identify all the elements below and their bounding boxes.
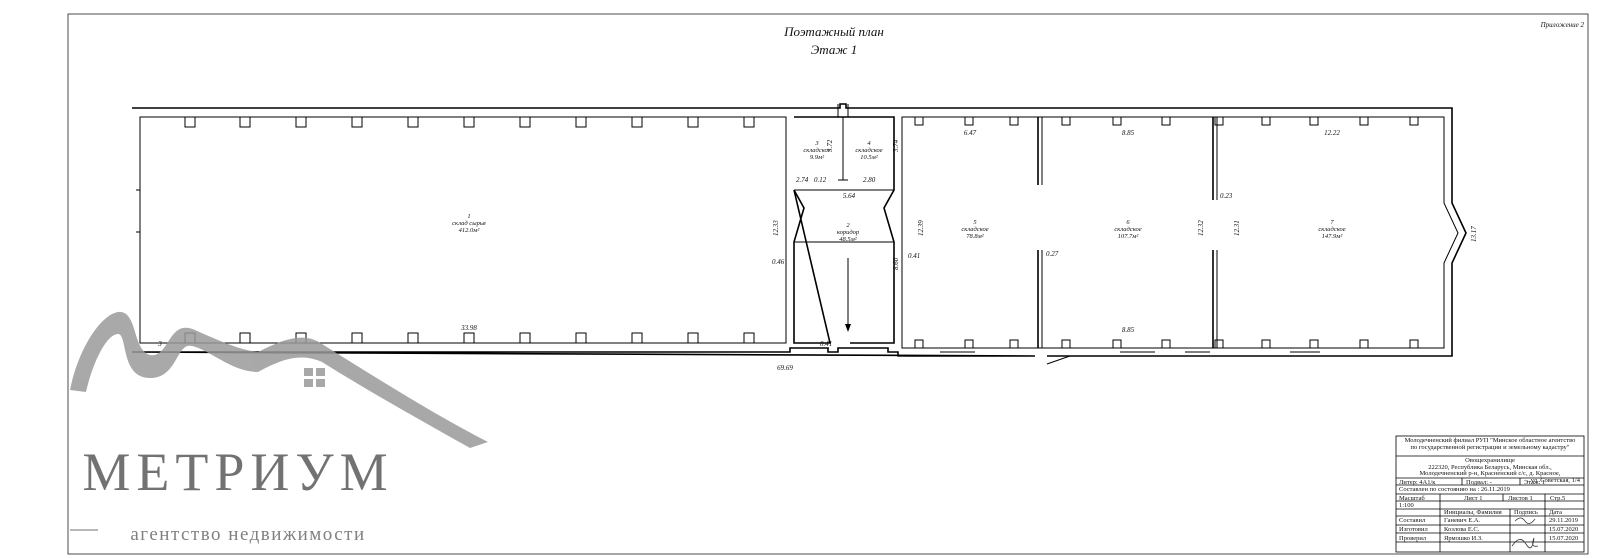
dim-room5-height: 12.39 [917,220,925,236]
tb-h-sheets: Листов 1 [1508,495,1533,502]
room-2-label: 2 коридор 48.5м² [837,222,860,243]
tb-scale: 1:100 [1399,502,1414,509]
plan-title: Поэтажный план [783,24,884,39]
svg-text:147.9м²: 147.9м² [1322,233,1344,240]
svg-text:9.9м²: 9.9м² [810,154,825,161]
svg-text:складское: складское [855,147,882,154]
dim-room6-width-bottom: 8.85 [1122,326,1135,334]
svg-text:коридор: коридор [837,229,860,236]
room-1-label: 1 склад сырья 412.0м² [452,213,486,234]
dim-room5-width: 6.47 [964,129,977,137]
tb-state: Составлен по состоянию на : 26.11.2019 [1399,486,1510,493]
dim-building-height: 13.17 [1470,226,1478,242]
dimension-labels: 69.69 33.98 3 12.33 8.60 5.64 2.74 0.12 … [157,129,1478,372]
svg-text:5: 5 [973,219,977,226]
tb-h-date: Дата [1549,509,1562,516]
dim-corridor-lower: 8.60 [892,257,900,270]
room-4-label: 4 складское 10.5м² [855,140,882,161]
tb-h-page: Стр.5 [1550,495,1565,502]
svg-text:складское: складское [1318,226,1345,233]
tb-r3-role: Проверил [1399,535,1427,542]
tb-addr1: 222320, Республика Беларусь, Минская обл… [1428,464,1552,471]
tb-h-scale: Масштаб [1399,495,1425,502]
dim-room4-right: 2.80 [863,176,876,184]
svg-text:складское: складское [803,147,830,154]
tb-h-sheet: Лист 1 [1464,495,1483,502]
signature-1 [1514,517,1536,524]
tb-r3-date: 15.07.2020 [1549,535,1578,542]
dim-room7-height: 12.31 [1233,220,1241,236]
tb-addr3: ул. Советская, 1/4 [1531,477,1581,484]
tb-basement: Подвал: - [1466,479,1492,486]
dim-room3-height: 3.72 [826,139,834,153]
dim-room3-left: 2.74 [796,176,809,184]
title-block: Молодечненский филиал РУП "Минское облас… [1395,435,1585,553]
svg-text:3: 3 [814,140,819,147]
svg-text:складское: складское [1114,226,1141,233]
watermark-tagline: агентство недвижимости [130,524,365,545]
svg-text:2: 2 [846,222,850,229]
tb-object: Овощехранилище [1465,457,1515,464]
tb-r1-name: Ганевич Е.А. [1444,517,1481,524]
tb-org-line2: по государственной регистрации и земельн… [1411,444,1570,451]
dim-room3-gap: 0.12 [814,176,827,184]
dim-wall-041-a: 0.41 [820,340,832,348]
tb-r1-date: 29.11.2019 [1549,517,1578,524]
tb-org-line1: Молодечненский филиал РУП "Минское облас… [1405,437,1576,444]
dim-room1-length: 33.98 [460,324,477,332]
svg-text:78.8м²: 78.8м² [966,233,985,240]
dim-room7-width: 12.22 [1324,129,1340,137]
tb-r3-name: Ярмошко И.З. [1444,535,1483,542]
tb-r2-role: Изготовил [1399,526,1428,533]
signature-2 [1511,537,1539,549]
room-6-label: 6 складское 107.7м² [1114,219,1141,240]
watermark-logo: МЕТРИУМ агентство недвижимости [70,311,488,545]
tb-floor: Этаж: 1 [1524,479,1545,486]
watermark-brand: МЕТРИУМ [82,442,393,502]
building-walls [131,103,1467,365]
room-5-label: 5 складское 78.8м² [961,219,988,240]
appendix-label: Приложение 2 [1540,21,1585,29]
dim-total-length: 69.69 [777,364,793,372]
svg-text:10.5м²: 10.5м² [860,154,879,161]
dim-room6-height: 12.32 [1197,220,1205,236]
dim-wall-046: 0.46 [772,258,785,266]
tb-r2-name: Козлова Е.С. [1444,526,1480,533]
svg-text:4: 4 [867,140,871,147]
dim-corridor-width: 5.64 [843,192,856,200]
tb-r2-date: 15.07.2020 [1549,526,1578,533]
svg-text:48.5м²: 48.5м² [839,236,858,243]
dim-wall-027: 0.27 [1046,250,1059,258]
tb-h-names: Инициалы, Фамилия [1444,509,1502,516]
svg-text:107.7м²: 107.7м² [1118,233,1140,240]
room-3-label: 3 складское 9.9м² [803,140,830,161]
tb-r1-role: Составил [1399,517,1426,524]
tb-addr2: Молодечненский р-н, Красненский с/с, д. … [1420,470,1561,477]
dim-room6-width-top: 8.85 [1122,129,1135,137]
dim-room4-height: 3.74 [892,139,900,153]
sheet-frame [67,13,1589,555]
dim-room1-edge: 3 [157,340,162,348]
tb-liter: Литер: 4А1/к [1399,479,1436,486]
svg-text:412.0м²: 412.0м² [459,227,481,234]
dim-wall-023: 0.23 [1220,192,1233,200]
tb-h-sign: Подпись [1514,509,1538,516]
svg-text:склад сырья: склад сырья [452,220,486,227]
room-7-label: 7 складское 147.9м² [1318,219,1345,240]
svg-text:7: 7 [1330,219,1334,226]
dim-wall-041-b: 0.41 [908,252,920,260]
floor-title: Этаж 1 [811,42,857,57]
svg-text:1: 1 [467,213,470,220]
svg-text:складское: складское [961,226,988,233]
dim-corridor-height: 12.33 [772,220,780,236]
svg-text:6: 6 [1126,219,1130,226]
